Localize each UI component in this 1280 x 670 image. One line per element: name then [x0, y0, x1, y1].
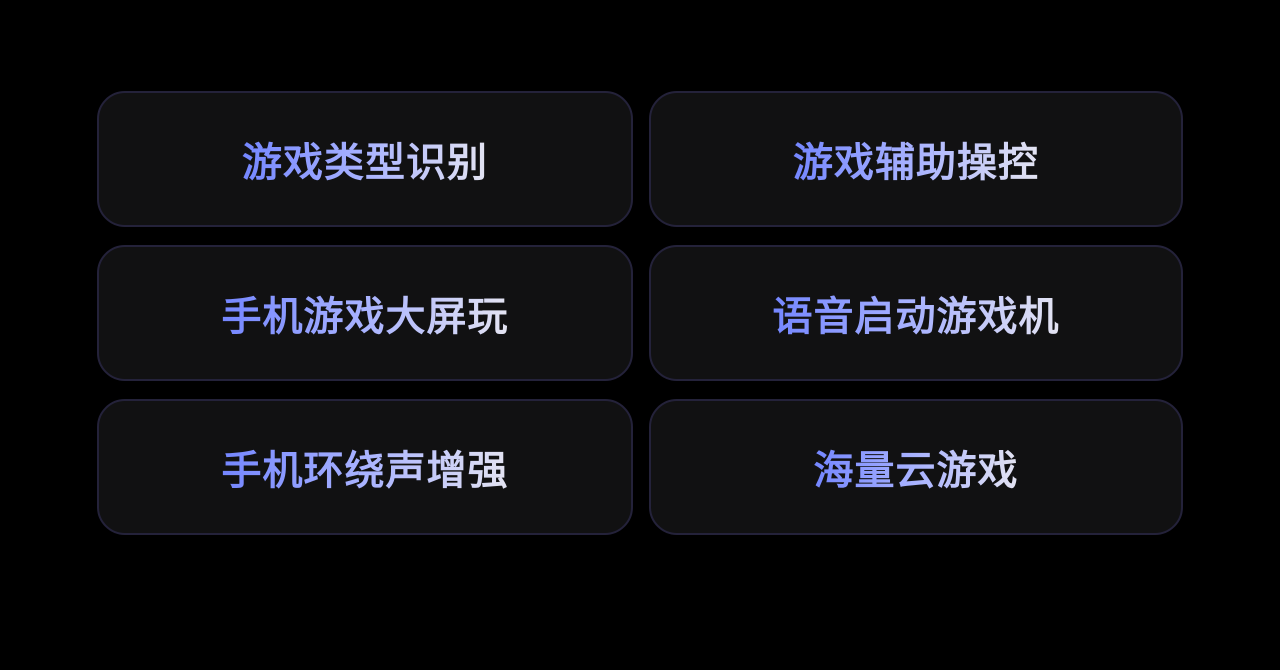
feature-label: 语音启动游戏机: [773, 284, 1060, 342]
feature-card-game-assist-control[interactable]: 游戏辅助操控: [649, 91, 1183, 227]
feature-label: 游戏辅助操控: [793, 130, 1039, 188]
feature-grid: 游戏类型识别 游戏辅助操控 手机游戏大屏玩 语音启动游戏机 手机环绕声增强 海量…: [97, 91, 1183, 535]
feature-card-cloud-gaming[interactable]: 海量云游戏: [649, 399, 1183, 535]
feature-label: 手机游戏大屏玩: [222, 284, 509, 342]
feature-label: 手机环绕声增强: [222, 438, 509, 496]
feature-label: 海量云游戏: [814, 438, 1019, 496]
feature-card-game-type-recognition[interactable]: 游戏类型识别: [97, 91, 633, 227]
feature-card-surround-sound[interactable]: 手机环绕声增强: [97, 399, 633, 535]
feature-card-voice-launch-console[interactable]: 语音启动游戏机: [649, 245, 1183, 381]
feature-label: 游戏类型识别: [242, 130, 488, 188]
feature-card-mobile-game-big-screen[interactable]: 手机游戏大屏玩: [97, 245, 633, 381]
